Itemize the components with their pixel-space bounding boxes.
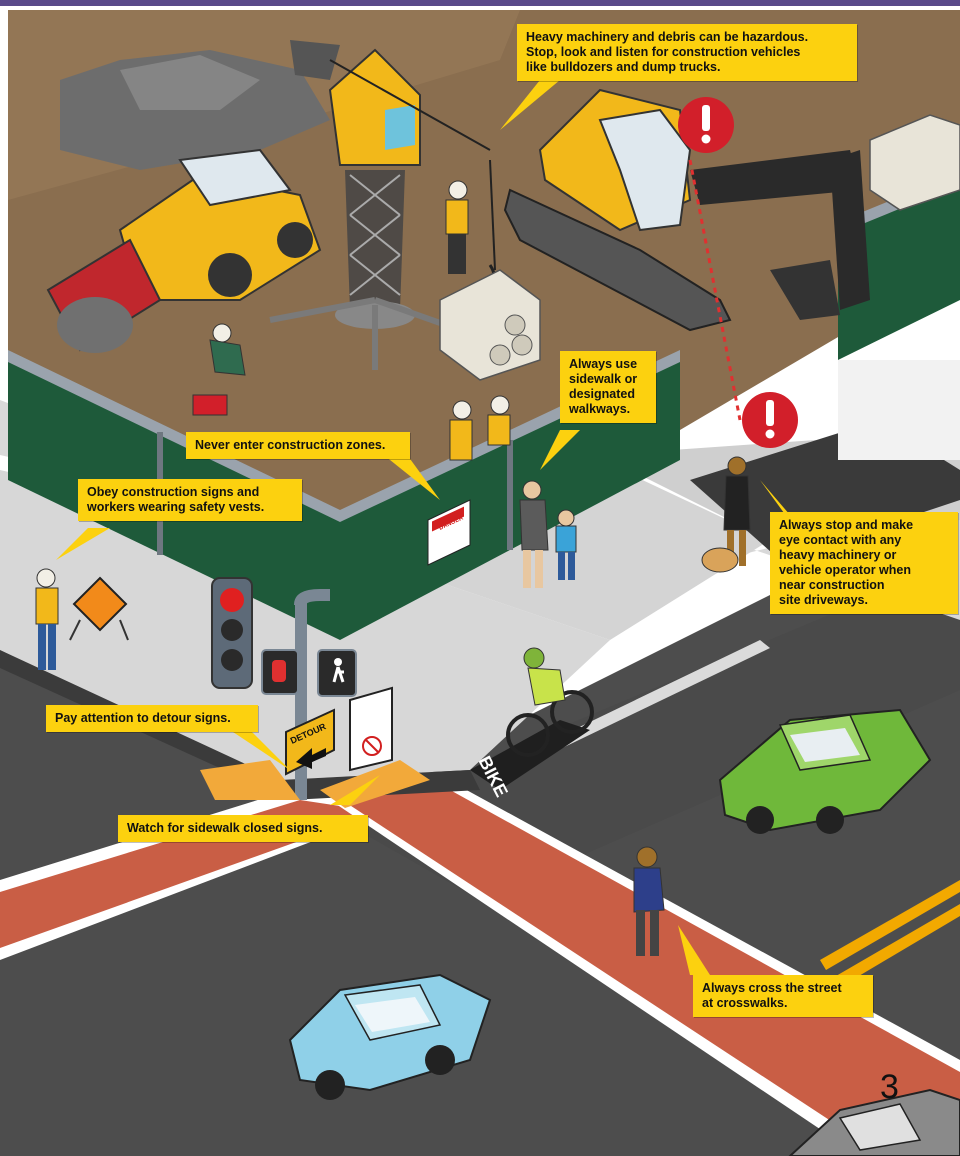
callout-line: Pay attention to detour signs. [55,711,231,725]
toolbox [192,394,228,416]
crane [269,40,496,370]
center-line-yellow-a [820,880,960,970]
callout-tail [230,730,290,770]
callout-line: Heavy machinery and debris can be hazard… [526,30,809,44]
worker-crouching [192,323,246,416]
warning-exclamation-icon [678,97,734,153]
callout-never-enter: Never enter construction zones. [186,432,410,459]
callout-eye-contact: Always stop and make eye contact with an… [770,512,958,614]
callout-tail [330,775,380,805]
callout-line: Always stop and make [779,518,914,532]
callout-detour-signs: Pay attention to detour signs. [46,705,258,732]
callout-line: sidewalk or [569,372,638,386]
crosswalk-main [330,770,960,1156]
callout-tail [56,528,110,560]
red-light [220,588,244,612]
dog [701,547,739,573]
pedestrian-child [555,509,577,580]
callout-heavy-machinery: Heavy machinery and debris can be hazard… [517,24,857,81]
pedestrian-with-dog [701,456,751,573]
top-frame-bar [0,0,960,6]
callout-tail [540,430,580,470]
callout-line: Obey construction signs and [87,485,260,499]
callout-line: workers wearing safety vests. [87,500,265,514]
callout-line: site driveways. [779,593,868,607]
workers-pair [449,395,511,461]
detour-platform [200,760,300,800]
callout-obey-signs: Obey construction signs and workers wear… [78,479,302,521]
no-pedestrian-icon [362,736,382,756]
callout-line: Stop, look and listen for construction v… [526,45,801,59]
sidewalk-closed-sign [349,686,393,772]
pipe-stack [439,269,541,381]
callout-line: heavy machinery or [779,548,897,562]
gray-car [788,1088,960,1156]
callout-tail [500,80,560,130]
callout-line: Always cross the street [702,981,842,995]
callout-line: walkways. [569,402,631,416]
callout-use-sidewalk: Always use sidewalk or designated walkwa… [560,351,656,423]
green-car [718,708,932,834]
callout-line: near construction [779,578,885,592]
road-work-ahead-sign [69,576,129,641]
excavator [503,88,870,332]
callout-line: Always use [569,357,638,371]
callout-line: eye contact with any [779,533,902,547]
cyclist [506,647,594,757]
page-number: 3 [880,1068,899,1106]
detour-arrow-icon [296,748,326,769]
callout-line: Never enter construction zones. [195,438,386,452]
pedestrian-stop-hand-icon [261,649,299,695]
callout-line: Watch for sidewalk closed signs. [127,821,323,835]
pedestrian-crossing [633,846,665,956]
callout-sidewalk-closed: Watch for sidewalk closed signs. [118,815,368,842]
callout-line: vehicle operator when [779,563,911,577]
danger-sign: DANGER [427,499,471,566]
callout-tail [380,452,440,500]
sightline-dashed [688,159,742,421]
callout-line: like bulldozers and dump trucks. [526,60,721,74]
callout-tail [678,925,710,975]
bulldozer [46,148,322,353]
worker [445,180,469,274]
worker-safety-vest [35,568,59,670]
blue-car [288,973,492,1100]
detour-sign: DETOUR [285,708,335,776]
callout-line: designated [569,387,635,401]
pedestrian-walk-icon [317,649,357,697]
center-line-yellow-b [836,904,960,986]
pipe-stack-right [869,114,960,211]
callout-crosswalks: Always cross the street at crosswalks. [693,975,873,1017]
callout-line: at crosswalks. [702,996,788,1010]
warning-exclamation-icon [742,392,798,448]
pedestrian-parent [519,480,549,588]
